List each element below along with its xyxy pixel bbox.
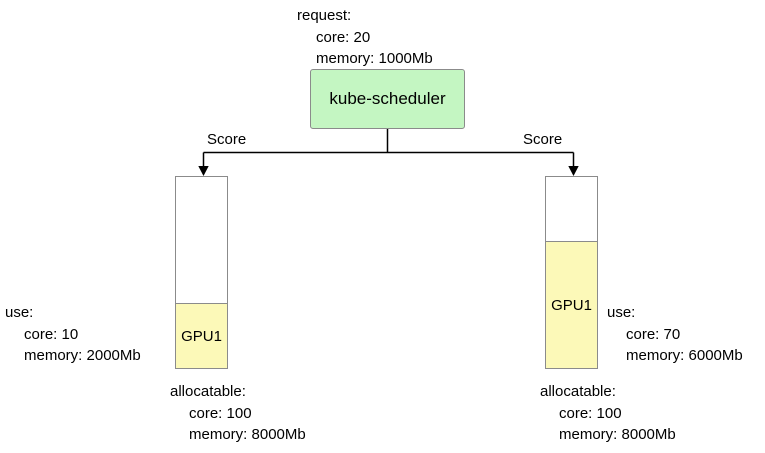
request-core: core: 20 — [316, 28, 371, 46]
request-annotation: request: core: 20 memory: 1000Mb — [297, 5, 433, 70]
gpu-usage-fill-right: GPU1 — [546, 241, 597, 368]
allocatable-annotation-right: allocatable: core: 100 memory: 8000Mb — [540, 381, 676, 446]
gpu-usage-fill-left: GPU1 — [176, 303, 227, 368]
use-annotation-left: use: core: 10 memory: 2000Mb — [5, 302, 141, 367]
edge-label-score-left: Score — [207, 131, 247, 148]
gpu-label-right: GPU1 — [551, 296, 592, 314]
use-title-right: use: — [607, 304, 636, 321]
kube-scheduler-label: kube-scheduler — [329, 89, 446, 108]
use-core-right: core: 70 — [626, 325, 681, 343]
allocatable-core-right: core: 100 — [559, 404, 622, 422]
arrowhead-left-icon — [198, 166, 209, 176]
arrowhead-right-icon — [568, 166, 579, 176]
use-memory-left: memory: 2000Mb — [24, 347, 141, 364]
node-bar-left: GPU1 — [175, 176, 228, 369]
use-annotation-right: use: core: 70 memory: 6000Mb — [607, 302, 743, 367]
allocatable-annotation-left: allocatable: core: 100 memory: 8000Mb — [170, 381, 306, 446]
use-title-left: use: — [5, 304, 34, 321]
use-memory-right: memory: 6000Mb — [626, 347, 743, 364]
edge-path — [202, 129, 575, 167]
allocatable-title-right: allocatable: — [540, 383, 616, 400]
request-memory: memory: 1000Mb — [316, 50, 433, 67]
edge-label-score-right: Score — [523, 131, 563, 148]
allocatable-core-left: core: 100 — [189, 404, 252, 422]
request-title: request: — [297, 7, 352, 24]
allocatable-memory-left: memory: 8000Mb — [189, 426, 306, 443]
node-bar-right: GPU1 — [545, 176, 598, 369]
allocatable-memory-right: memory: 8000Mb — [559, 426, 676, 443]
gpu-label-left: GPU1 — [181, 327, 222, 345]
kube-scheduler-node: kube-scheduler — [310, 69, 465, 129]
use-core-left: core: 10 — [24, 325, 79, 343]
allocatable-title-left: allocatable: — [170, 383, 246, 400]
